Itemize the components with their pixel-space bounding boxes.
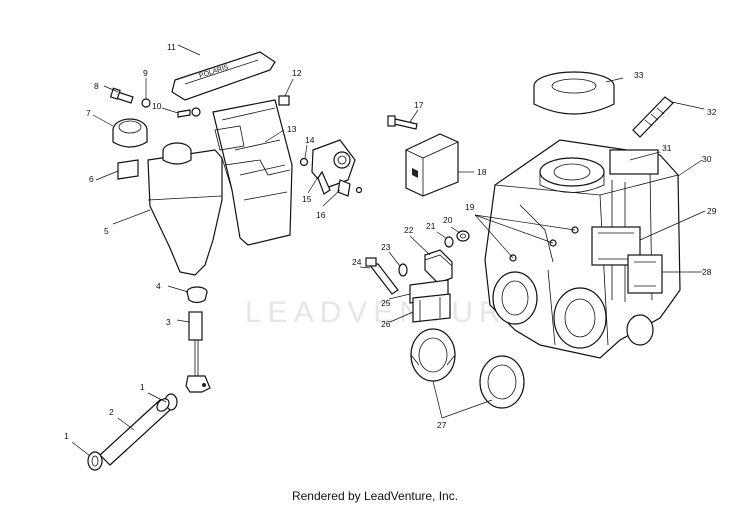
callout-12: 12	[292, 68, 302, 78]
callout-32: 32	[707, 107, 717, 117]
callout-1a: 1	[140, 382, 145, 392]
callout-8: 8	[94, 81, 99, 91]
callout-11: 11	[167, 42, 176, 52]
callout-9: 9	[143, 68, 148, 78]
throttle-body-15	[311, 139, 356, 195]
label-6	[117, 159, 139, 180]
hose-clamp-1b	[87, 451, 103, 471]
callout-5: 5	[104, 226, 109, 236]
duct-boot-27a	[410, 328, 456, 382]
callout-24: 24	[352, 257, 362, 267]
callout-33: 33	[634, 70, 644, 80]
duct-boot-27b	[479, 355, 525, 409]
callout-13: 13	[287, 124, 297, 134]
filler-cap-7	[112, 118, 148, 148]
callout-23: 23	[381, 242, 391, 252]
callout-19: 19	[465, 202, 475, 212]
foam-ring-33	[533, 71, 615, 115]
callout-26: 26	[381, 319, 391, 329]
callout-21: 21	[426, 221, 436, 231]
callout-18: 18	[477, 167, 487, 177]
clamp-16	[337, 179, 363, 197]
callout-7: 7	[86, 108, 91, 118]
nut-12	[278, 95, 290, 106]
callout-16: 16	[316, 210, 326, 220]
callout-27: 27	[437, 420, 447, 430]
bracket-22	[424, 249, 453, 284]
callout-25: 25	[381, 298, 391, 308]
footer-credit: Rendered by LeadVenture, Inc.	[291, 489, 459, 503]
callout-31: 31	[662, 143, 672, 153]
callout-10: 10	[152, 101, 162, 111]
callout-4: 4	[156, 281, 161, 291]
callout-29: 29	[707, 206, 717, 216]
leader-lines	[71, 44, 706, 457]
grommet-4	[186, 286, 208, 304]
bolt-24	[365, 257, 399, 295]
washer-21	[444, 236, 454, 248]
callout-20: 20	[443, 215, 453, 225]
screw-10	[177, 107, 201, 118]
watermark: LEADVENTURE	[245, 296, 533, 329]
callout-14: 14	[305, 135, 315, 145]
strap-32	[632, 96, 674, 138]
callout-labels: 11 8 9 10 12 7 13 14 6 5 15 16 4 3 1 2 1…	[64, 42, 717, 441]
clip-26	[412, 293, 451, 323]
callout-3: 3	[166, 317, 171, 327]
bolt-17	[387, 115, 418, 130]
callout-22: 22	[404, 225, 414, 235]
tank-cover: POLARIS	[171, 51, 276, 101]
callout-28: 28	[702, 267, 712, 277]
grommet-20	[456, 230, 470, 242]
filter-3	[185, 311, 211, 393]
oil-tank-5	[147, 99, 293, 276]
module-18	[405, 133, 459, 197]
callout-2: 2	[109, 407, 114, 417]
washer-14	[299, 157, 309, 167]
airbox-30	[484, 139, 681, 359]
callout-30: 30	[702, 154, 712, 164]
washer-23	[398, 263, 408, 277]
callout-17: 17	[414, 100, 424, 110]
callout-1b: 1	[64, 431, 69, 441]
bolt-8	[109, 87, 134, 104]
callout-6: 6	[89, 174, 94, 184]
washer-9	[141, 98, 151, 108]
callout-15: 15	[302, 194, 312, 204]
